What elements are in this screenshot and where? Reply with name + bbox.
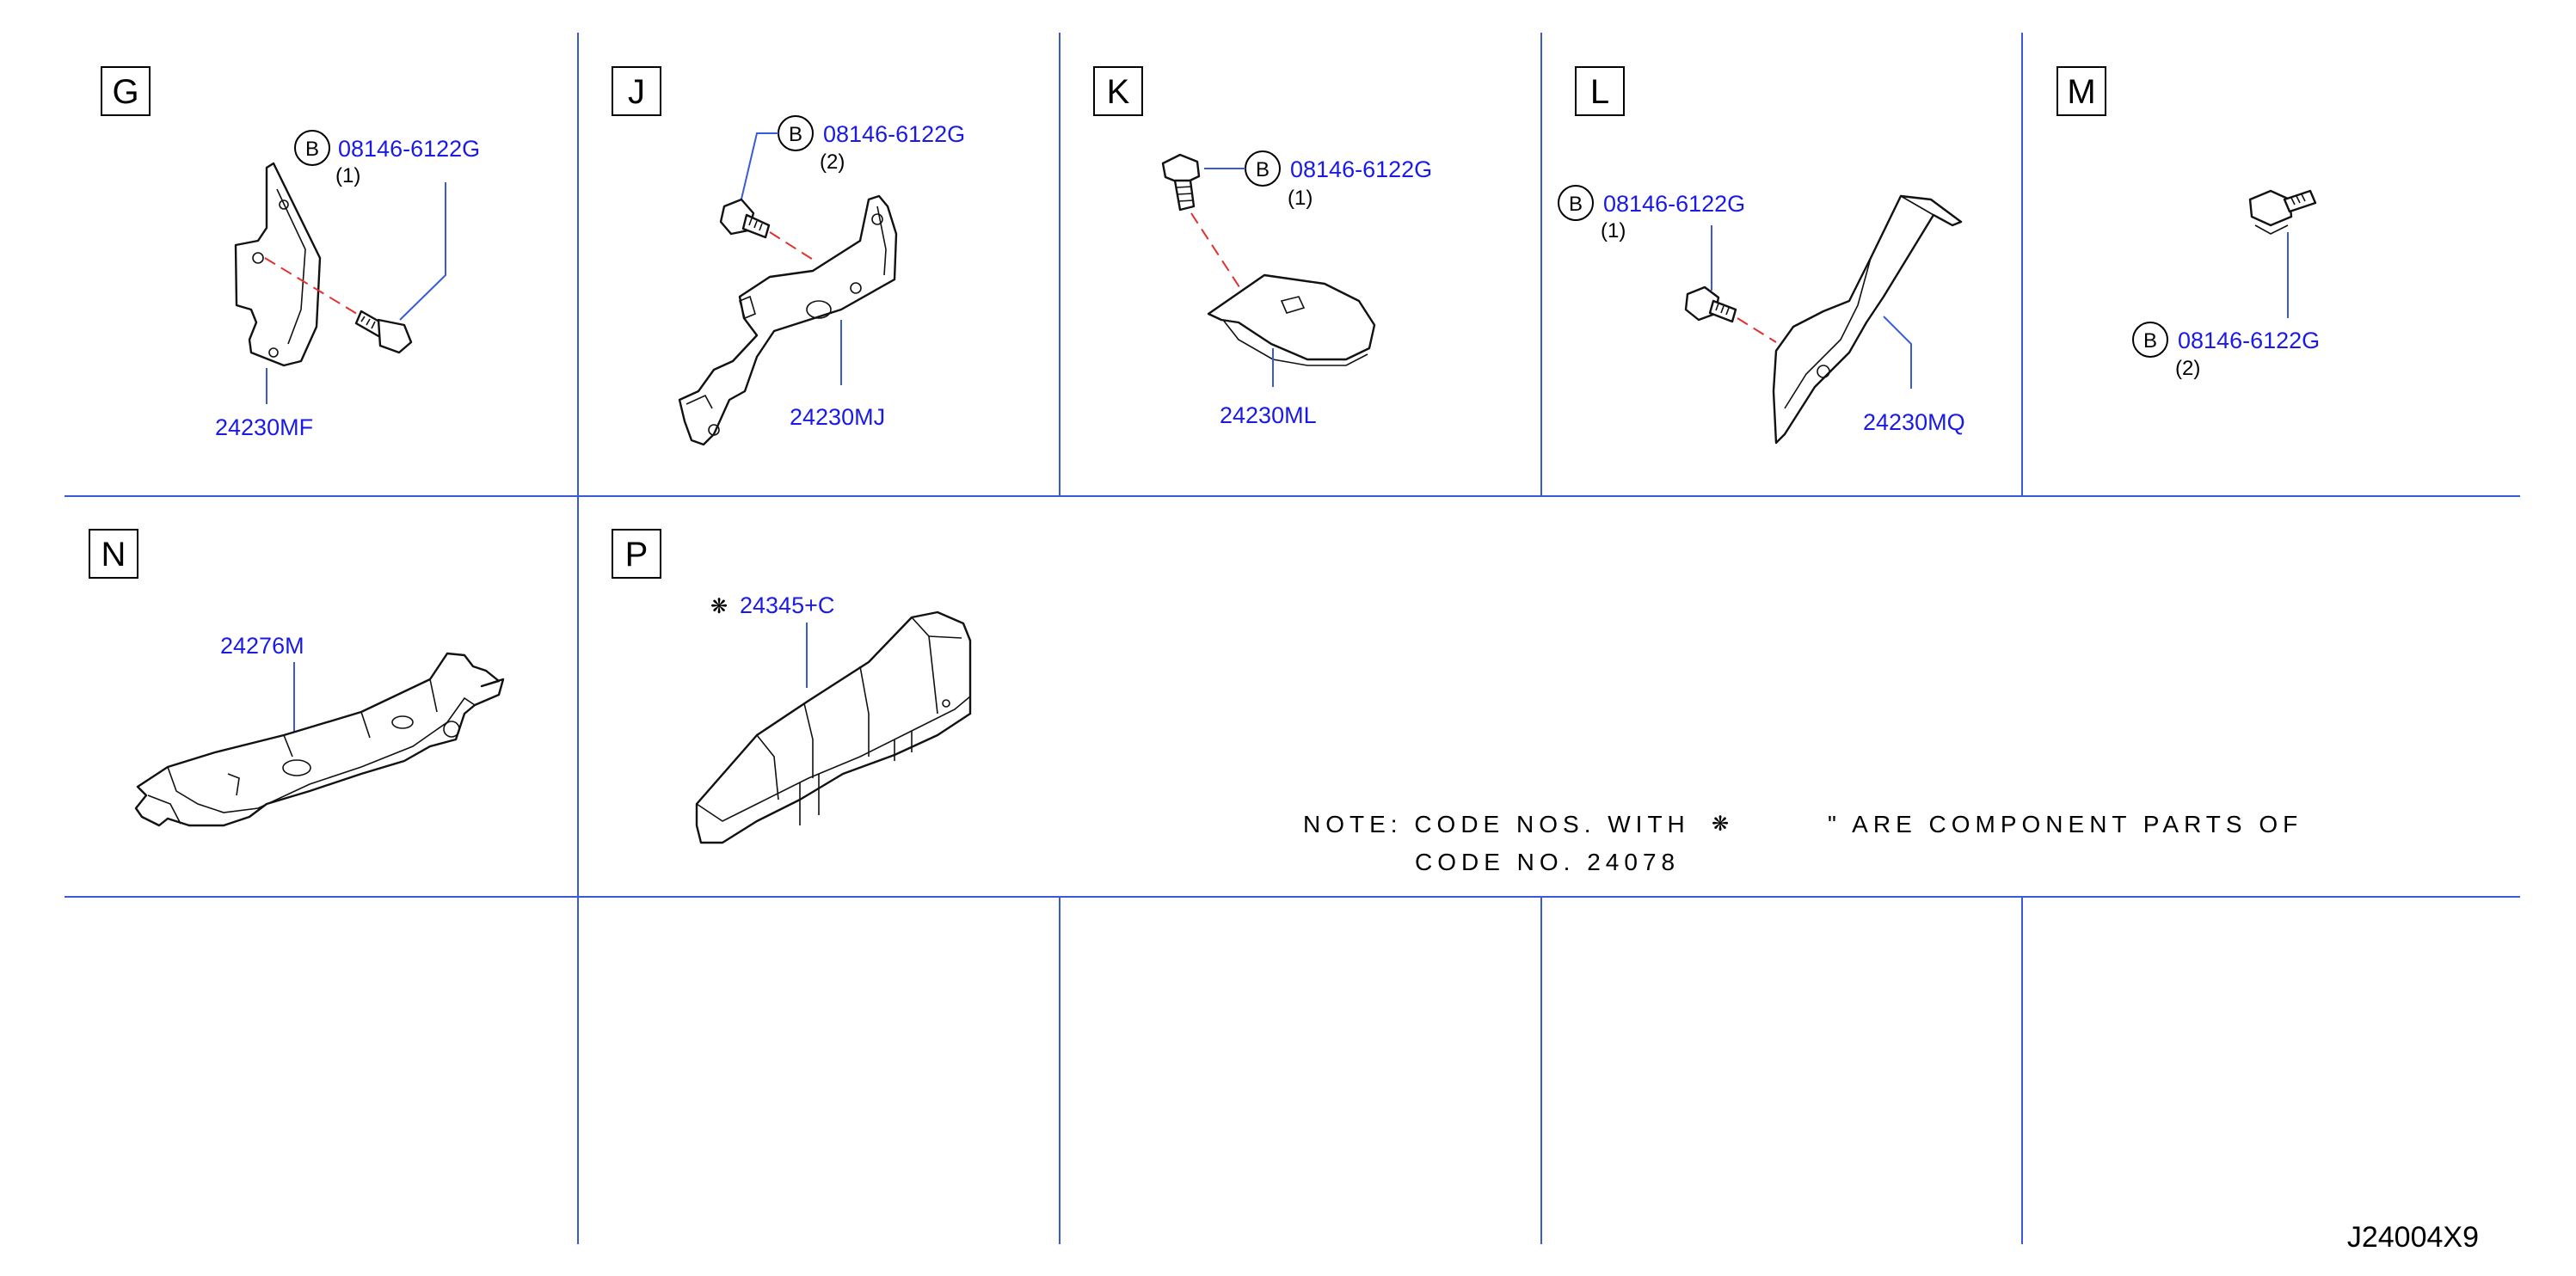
diagram-id: J24004X9 xyxy=(2347,1221,2479,1254)
panel-l: L B 08146-6122G (1) 24230MQ xyxy=(1558,66,1965,445)
bolt-icon xyxy=(1161,153,1201,212)
panel-letter: P xyxy=(625,536,649,574)
panel-letter: K xyxy=(1107,73,1130,111)
panel-letter-box xyxy=(612,66,661,116)
bolt-quantity: (2) xyxy=(2175,357,2200,380)
panel-g: G B 08146-6122G (1) 24230MF xyxy=(101,66,480,440)
bolt-circle-letter: B xyxy=(789,123,802,146)
panel-letter: J xyxy=(628,73,645,111)
panel-letter-box xyxy=(101,66,151,116)
part-number-label[interactable]: 24345+C xyxy=(740,592,834,618)
bolt-icon xyxy=(1684,285,1737,323)
note-line-1-part-a: NOTE: CODE NOS. WITH xyxy=(1303,811,1690,837)
bolt-circle-letter: B xyxy=(2143,329,2157,353)
bolt-quantity: (1) xyxy=(335,164,360,187)
panel-k: K B 08146-6122G (1) 24230ML xyxy=(1093,66,1432,428)
panel-letter: N xyxy=(101,536,126,574)
panel-letter: G xyxy=(112,73,138,111)
bolt-circle-letter: B xyxy=(1569,193,1583,216)
panel-letter: L xyxy=(1590,73,1609,111)
bolt-circle xyxy=(1558,185,1594,221)
bracket-24230mf-drawing xyxy=(234,162,322,367)
bolt-part-number[interactable]: 08146-6122G xyxy=(1290,156,1432,182)
part-number-label[interactable]: 24230MJ xyxy=(790,404,885,430)
bolt-circle xyxy=(2132,322,2168,358)
bolt-quantity: (1) xyxy=(1288,187,1313,210)
grid-lines xyxy=(65,33,2520,1244)
panel-letter: M xyxy=(2067,73,2095,111)
panel-letter-box xyxy=(1093,66,1143,116)
bolt-quantity: (1) xyxy=(1601,219,1626,242)
bolt-icon xyxy=(2248,189,2317,235)
bolt-part-number[interactable]: 08146-6122G xyxy=(2178,328,2320,353)
bolt-part-number[interactable]: 08146-6122G xyxy=(338,136,480,162)
bolt-quantity: (2) xyxy=(820,150,845,174)
bolt-circle-letter: B xyxy=(305,138,319,161)
part-number-label[interactable]: 24230MF xyxy=(215,414,313,440)
part-number-label[interactable]: 24230MQ xyxy=(1863,409,1965,435)
part-number-label[interactable]: 24230ML xyxy=(1220,402,1317,428)
panel-p: P ❋ 24345+C xyxy=(612,529,972,844)
note-line-1-part-b: " ARE COMPONENT PARTS OF xyxy=(1828,811,2302,837)
cover-24345c-drawing xyxy=(695,610,972,844)
note-line-2: CODE NO. 24078 xyxy=(1415,849,1680,875)
panel-letter-box xyxy=(612,529,661,579)
panel-j: J B 08146-6122G (2) 24230MJ xyxy=(612,66,965,446)
bolt-icon xyxy=(354,310,413,354)
bolt-circle-letter: B xyxy=(1256,158,1270,181)
part-number-label[interactable]: 24276M xyxy=(220,633,304,659)
panel-letter-box xyxy=(2056,66,2106,116)
panel-letter-box xyxy=(1575,66,1625,116)
bolt-circle xyxy=(294,130,330,166)
bolt-part-number[interactable]: 08146-6122G xyxy=(1603,191,1745,217)
bracket-24230mq-drawing xyxy=(1772,194,1963,445)
bracket-24230mj-drawing xyxy=(678,194,898,446)
component-symbol-icon: ❋ xyxy=(710,595,728,618)
component-symbol-icon: ❋ xyxy=(1712,812,1729,836)
panel-n: N 24276M xyxy=(89,529,505,827)
panel-m: M B 08146-6122G (2) xyxy=(2056,66,2320,380)
bolt-icon xyxy=(719,198,771,239)
note: NOTE: CODE NOS. WITH ❋ " ARE COMPONENT P… xyxy=(1303,811,2302,875)
panel-letter-box xyxy=(89,529,138,579)
bracket-24230ml-drawing xyxy=(1207,273,1376,361)
bolt-part-number[interactable]: 08146-6122G xyxy=(823,121,965,147)
